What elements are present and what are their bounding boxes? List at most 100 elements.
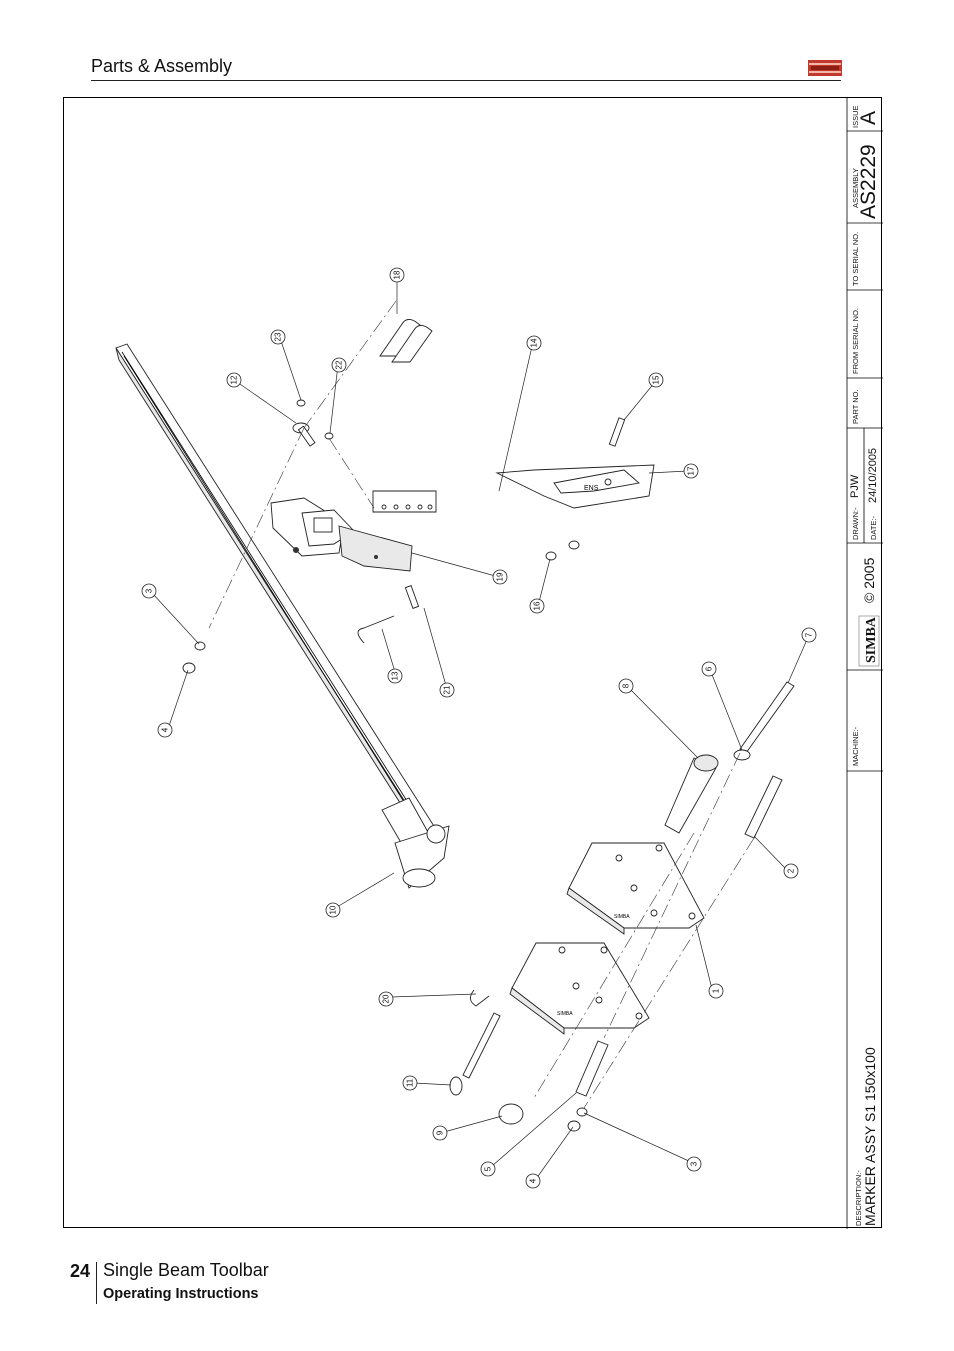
- callout-4-lower-label: 4: [529, 1178, 538, 1183]
- section-title: Parts & Assembly: [91, 56, 233, 76]
- callout-4-lower: 4: [525, 1173, 541, 1189]
- simba-logo: [808, 60, 842, 76]
- callout-4-upper: 4: [157, 722, 173, 738]
- marker-arm: ENS: [372, 464, 655, 513]
- callout-3-lower: 3: [686, 1156, 702, 1172]
- drawing-frame: ISSUE A ASSEMBLY AS2229 TO SERIAL NO. FR…: [63, 97, 883, 1229]
- callout-14: 14: [526, 335, 542, 351]
- assembly-label: ASSEMBLY: [851, 168, 860, 208]
- svg-text:ENS: ENS: [584, 485, 599, 492]
- nut-4-upper: [182, 662, 196, 674]
- callout-16-label: 16: [533, 601, 542, 610]
- exploded-view-drawing: ISSUE A ASSEMBLY AS2229 TO SERIAL NO. FR…: [115, 98, 883, 1229]
- callout-15: 15: [648, 372, 664, 388]
- callout-6-label: 6: [705, 666, 714, 671]
- nut-4-lower: [567, 1120, 581, 1132]
- description-label: DESCRIPTION:-: [854, 1170, 863, 1226]
- pin-2: [744, 775, 783, 839]
- page-number: 24: [70, 1261, 91, 1281]
- callout-19: 19: [492, 569, 508, 585]
- callout-20-label: 20: [382, 994, 391, 1003]
- callout-11-label: 11: [406, 1078, 415, 1087]
- callout-21: 21: [439, 682, 455, 698]
- drawn-value: PJW: [849, 474, 861, 498]
- title-block-brand-logo: SIMBA: [858, 615, 880, 667]
- svg-text:SIMBA: SIMBA: [614, 914, 630, 920]
- nut-9: [498, 1103, 524, 1125]
- callout-10: 10: [325, 902, 341, 918]
- manual-title: Single Beam Toolbar: [103, 1260, 269, 1280]
- callout-2: 2: [783, 863, 799, 879]
- title-block: ISSUE A ASSEMBLY AS2229 TO SERIAL NO. FR…: [846, 98, 883, 1229]
- callout-13-label: 13: [391, 671, 400, 680]
- u-bolt: [379, 319, 433, 363]
- svg-text:SIMBA: SIMBA: [557, 1011, 573, 1017]
- mounting-plate-lower: SIMBA: [509, 942, 650, 1035]
- callout-23: 23: [270, 329, 286, 345]
- header-divider: [91, 80, 841, 81]
- sleeve-5: [575, 1040, 609, 1097]
- title-block-brand: SIMBA: [864, 616, 879, 663]
- mounting-plate-upper: SIMBA: [566, 842, 705, 935]
- callout-17-label: 17: [687, 466, 696, 475]
- r-clip-13: [357, 615, 395, 644]
- washer-6: [733, 749, 751, 761]
- issue-label: ISSUE: [851, 105, 860, 128]
- pivot-pin-8: [664, 754, 719, 834]
- callout-12-label: 12: [230, 375, 239, 384]
- callout-20: 20: [378, 991, 394, 1007]
- bolt-15: [608, 417, 626, 447]
- callout-3-upper-label: 3: [145, 588, 154, 593]
- callout-19-label: 19: [496, 572, 505, 581]
- washer-3-lower: [576, 1107, 588, 1117]
- callout-1: 1: [708, 983, 724, 999]
- callout-8-label: 8: [622, 683, 631, 688]
- description-value: MARKER ASSY S1 150x100: [862, 1047, 878, 1226]
- issue-value: A: [857, 111, 880, 125]
- part-no-label: PART NO.: [851, 389, 860, 424]
- callout-15-label: 15: [652, 375, 661, 384]
- callout-11: 11: [402, 1075, 418, 1091]
- callout-3-upper: 3: [141, 583, 157, 599]
- callout-21-label: 21: [443, 685, 452, 694]
- callout-8: 8: [618, 678, 634, 694]
- from-serial-label: FROM SERIAL NO.: [851, 308, 860, 374]
- callout-7: 7: [801, 627, 817, 643]
- bolt-7: [739, 681, 795, 754]
- callout-4-upper-label: 4: [161, 727, 170, 732]
- date-value: 24/10/2005: [867, 448, 879, 503]
- callout-9: 9: [432, 1125, 448, 1141]
- to-serial-label: TO SERIAL NO.: [851, 232, 860, 286]
- marker-beam: [115, 343, 450, 889]
- callout-9-label: 9: [436, 1130, 445, 1135]
- callout-1-label: 1: [712, 988, 721, 993]
- callout-5: 5: [480, 1161, 496, 1177]
- callout-6: 6: [701, 661, 717, 677]
- callout-14-label: 14: [530, 338, 539, 347]
- nut-16: [545, 540, 580, 561]
- manual-subtitle: Operating Instructions: [103, 1286, 259, 1302]
- assembly-number: AS2229: [857, 144, 880, 219]
- date-label: DATE:-: [869, 515, 878, 540]
- drawn-label: DRAWN:-: [851, 507, 860, 540]
- callout-10-label: 10: [329, 905, 338, 914]
- callout-18: 18: [389, 267, 405, 283]
- callout-12: 12: [226, 372, 242, 388]
- callout-2-label: 2: [787, 868, 796, 873]
- copyright: © 2005: [861, 557, 877, 603]
- callout-17: 17: [683, 463, 699, 479]
- callout-5-label: 5: [484, 1166, 493, 1171]
- callout-13: 13: [387, 668, 403, 684]
- callout-22: 22: [331, 357, 347, 373]
- callout-16: 16: [529, 598, 545, 614]
- bolt-21: [404, 585, 420, 609]
- callout-22-label: 22: [335, 360, 344, 369]
- callout-3-lower-label: 3: [690, 1161, 699, 1166]
- pin-head-11: [449, 1076, 463, 1096]
- footer-divider: [96, 1262, 97, 1304]
- callout-18-label: 18: [393, 270, 402, 279]
- callout-23-label: 23: [274, 332, 283, 341]
- callout-7-label: 7: [805, 632, 814, 637]
- clip-20: [470, 989, 490, 1007]
- upper-bracket: [270, 497, 413, 572]
